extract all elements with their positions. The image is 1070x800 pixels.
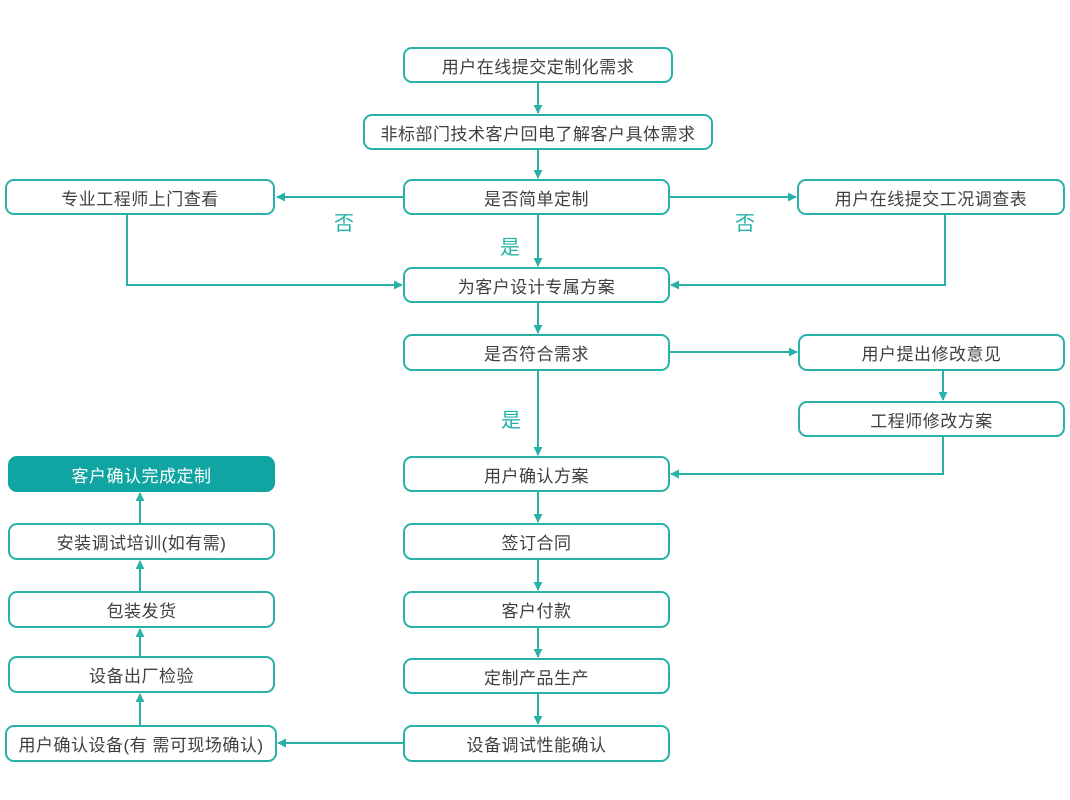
node-callback: 非标部门技术客户回电了解客户具体需求	[363, 114, 713, 150]
node-revise-plan: 工程师修改方案	[798, 401, 1065, 437]
node-meets-needs-decision: 是否符合需求	[403, 334, 670, 371]
node-submit-request: 用户在线提交定制化需求	[403, 47, 673, 83]
node-complete-custom: 客户确认完成定制	[8, 456, 275, 492]
node-training: 安装调试培训(如有需)	[8, 523, 275, 560]
node-simple-custom-decision: 是否简单定制	[403, 179, 670, 215]
edge-engineer-visit-design-plan	[126, 215, 403, 290]
node-production: 定制产品生产	[403, 658, 670, 694]
node-shipping: 包装发货	[8, 591, 275, 628]
node-confirm-device: 用户确认设备(有 需可现场确认)	[5, 725, 277, 762]
edge-label-yes-top: 是	[500, 237, 520, 259]
node-inspection: 设备出厂检验	[8, 656, 275, 693]
node-feedback: 用户提出修改意见	[798, 334, 1065, 371]
edge-survey-form-design-plan	[670, 215, 946, 290]
node-survey-form: 用户在线提交工况调查表	[797, 179, 1065, 215]
node-debug-confirm: 设备调试性能确认	[403, 725, 670, 762]
edge-label-no-left: 否	[334, 213, 354, 235]
edge-revise-plan-confirm-plan	[670, 437, 944, 479]
node-confirm-plan: 用户确认方案	[403, 456, 670, 492]
node-design-plan: 为客户设计专属方案	[403, 267, 670, 303]
node-sign-contract: 签订合同	[403, 523, 670, 560]
edge-label-no-right: 否	[735, 213, 755, 235]
edge-label-yes-mid: 是	[501, 410, 521, 432]
node-engineer-visit: 专业工程师上门查看	[5, 179, 275, 215]
node-payment: 客户付款	[403, 591, 670, 628]
